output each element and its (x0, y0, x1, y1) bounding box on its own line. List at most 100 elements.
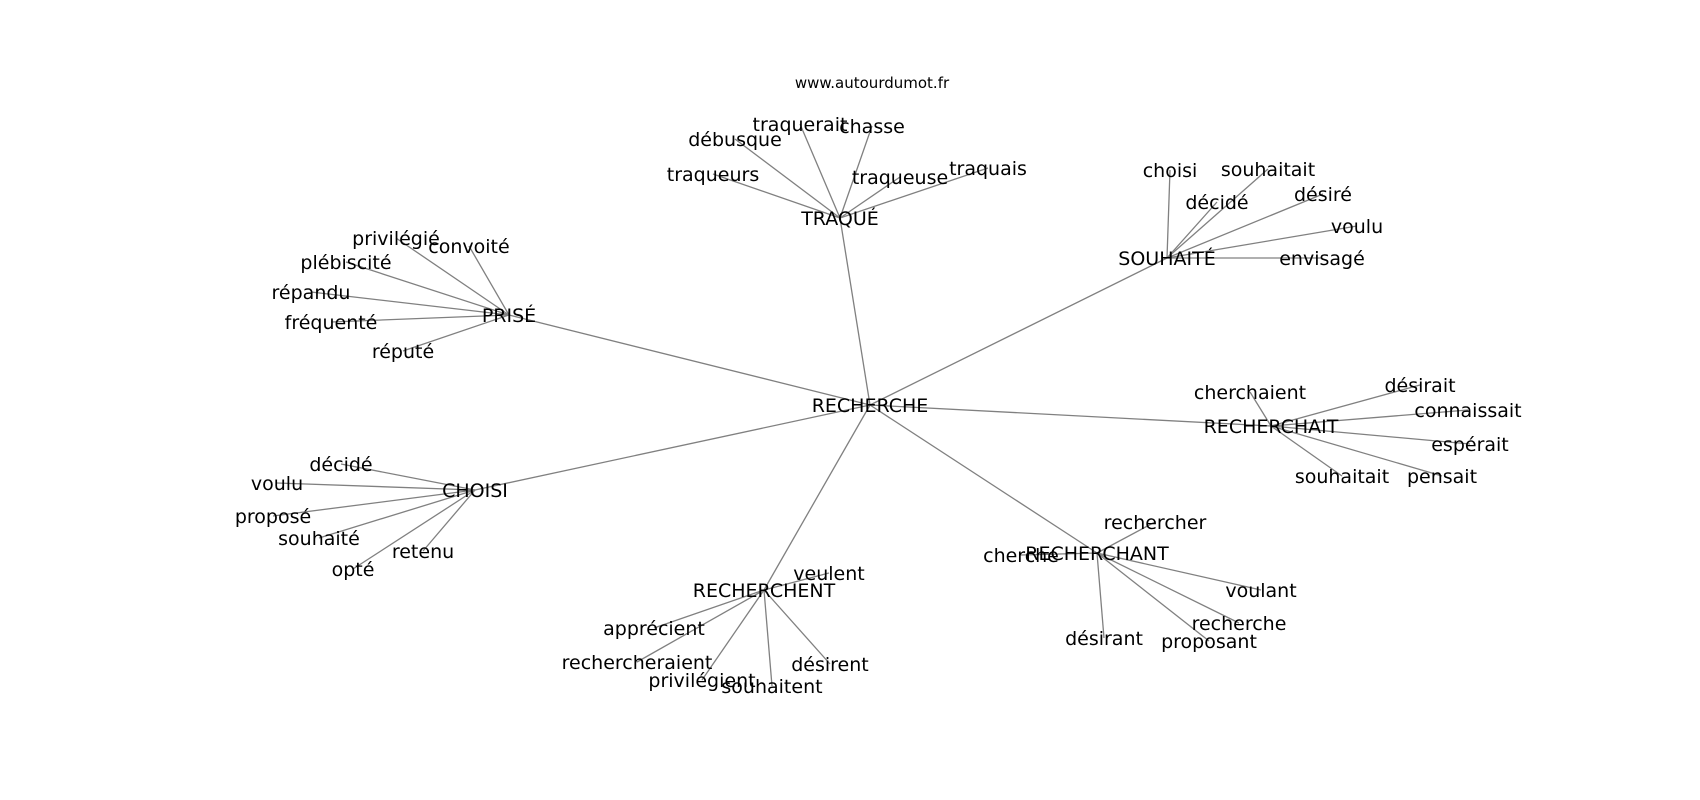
hub-word-recherchant[interactable]: RECHERCHANT (1025, 543, 1169, 565)
edge-prise-3 (310, 291, 510, 316)
edge-traque-3 (712, 173, 841, 219)
leaf-word[interactable]: fréquenté (285, 312, 378, 334)
edge-recherchait-3 (1270, 425, 1471, 445)
hub-word-recherchent[interactable]: RECHERCHENT (693, 580, 836, 602)
edge-traque-5 (839, 167, 989, 219)
leaf-word[interactable]: rechercheraient (562, 652, 713, 674)
leaf-word[interactable]: voulu (1331, 216, 1383, 238)
leaf-word[interactable]: traquais (949, 158, 1027, 180)
leaf-word[interactable]: traqueurs (667, 164, 759, 186)
leaf-word[interactable]: réputé (372, 341, 434, 363)
leaf-word[interactable]: proposé (235, 506, 311, 528)
hub-word-choisi[interactable]: CHOISI (442, 480, 508, 502)
edge-prise-0 (395, 237, 510, 316)
edge-center-recherchait (869, 404, 1272, 427)
leaf-word[interactable]: connaissait (1414, 400, 1521, 422)
edge-traque-2 (734, 138, 841, 219)
edge-prise-1 (468, 245, 510, 316)
edge-center-souhaite (869, 257, 1168, 406)
leaf-word[interactable]: désirait (1384, 375, 1455, 397)
leaf-word[interactable]: désirent (791, 654, 869, 676)
center-word[interactable]: RECHERCHE (812, 395, 929, 417)
leaf-word[interactable]: souhaitent (721, 676, 822, 698)
leaf-word[interactable]: décidé (309, 454, 372, 476)
leaf-word[interactable]: cherche (983, 545, 1059, 567)
edge-choisi-2 (272, 489, 476, 517)
hub-word-recherchait[interactable]: RECHERCHAIT (1204, 416, 1339, 438)
leaf-word[interactable]: retenu (392, 541, 454, 563)
graph-labels: www.autourdumot.fr RECHERCHE TRAQUÉ traqu… (235, 74, 1522, 698)
edge-recherchant-4 (1096, 552, 1105, 639)
leaf-word[interactable]: pensait (1407, 466, 1477, 488)
edge-recherchait-5 (1270, 425, 1443, 477)
edge-prise-2 (345, 261, 510, 316)
edge-choisi-0 (340, 463, 476, 491)
leaf-word[interactable]: répandu (272, 282, 351, 304)
leaf-word[interactable]: apprécient (603, 618, 705, 640)
edge-souhaite-1 (1166, 168, 1269, 259)
leaf-word[interactable]: cherchaient (1194, 382, 1306, 404)
edge-recherchant-2 (1096, 552, 1262, 591)
leaf-word[interactable]: débusque (688, 129, 782, 151)
leaf-word[interactable]: souhaitait (1295, 466, 1389, 488)
leaf-word[interactable]: recherche (1192, 613, 1287, 635)
leaf-word[interactable]: plébiscité (300, 252, 391, 274)
edge-center-recherchant (869, 404, 1098, 554)
leaf-word[interactable]: traqueuse (852, 167, 948, 189)
edge-recherchant-5 (1096, 552, 1210, 642)
edge-choisi-4 (422, 489, 476, 552)
leaf-word[interactable]: envisagé (1279, 248, 1365, 270)
leaf-word[interactable]: chasse (839, 116, 905, 138)
leaf-word[interactable]: désiré (1294, 184, 1352, 206)
edge-recherchait-0 (1249, 391, 1272, 427)
leaf-word[interactable]: privilégié (352, 228, 440, 250)
edge-recherchait-4 (1270, 425, 1343, 477)
edge-choisi-5 (352, 489, 476, 570)
edge-recherchent-5 (763, 589, 773, 687)
leaf-word[interactable]: décidé (1185, 192, 1248, 214)
edge-souhaite-3 (1166, 193, 1324, 259)
leaf-word[interactable]: privilégient (648, 670, 755, 692)
hub-word-prise[interactable]: PRISÉ (482, 304, 536, 327)
graph-edges (272, 123, 1471, 687)
leaf-word[interactable]: souhaitait (1221, 159, 1315, 181)
edge-souhaite-4 (1166, 225, 1358, 259)
edge-center-traque (839, 217, 871, 406)
edge-traque-4 (839, 176, 901, 219)
edge-recherchent-1 (653, 589, 765, 629)
edge-recherchant-3 (1096, 552, 1240, 624)
leaf-word[interactable]: souhaité (278, 528, 360, 550)
hub-word-souhaite[interactable]: SOUHAITÉ (1118, 247, 1215, 270)
leaf-word[interactable]: rechercher (1104, 512, 1207, 534)
edge-prise-5 (402, 314, 510, 352)
edge-traque-1 (839, 125, 873, 219)
leaf-word[interactable]: proposant (1161, 631, 1257, 653)
leaf-word[interactable]: espérait (1431, 434, 1509, 456)
edge-prise-4 (330, 314, 510, 323)
edge-souhaite-2 (1166, 201, 1218, 259)
hub-word-traque[interactable]: TRAQUÉ (800, 207, 879, 230)
edge-choisi-1 (276, 482, 476, 491)
edge-recherchent-4 (701, 589, 765, 681)
edge-recherchent-3 (763, 589, 831, 665)
leaf-word[interactable]: choisi (1143, 160, 1198, 182)
edge-recherchent-0 (763, 572, 830, 591)
leaf-word[interactable]: veulent (793, 563, 864, 585)
leaf-word[interactable]: traquerait (753, 114, 848, 136)
edge-traque-0 (799, 123, 841, 219)
leaf-word[interactable]: désirant (1065, 628, 1143, 650)
edge-center-prise (508, 314, 871, 406)
edge-souhaite-0 (1166, 169, 1171, 259)
edge-center-choisi (474, 404, 871, 491)
edge-recherchent-2 (636, 589, 765, 663)
leaf-word[interactable]: convoité (428, 236, 509, 258)
edge-center-recherchent (763, 404, 871, 591)
leaf-word[interactable]: voulu (251, 473, 303, 495)
edge-recherchait-2 (1270, 409, 1469, 427)
site-url[interactable]: www.autourdumot.fr (795, 74, 950, 92)
edge-recherchant-1 (1020, 552, 1098, 556)
leaf-word[interactable]: opté (332, 559, 375, 581)
edge-choisi-3 (318, 489, 476, 539)
leaf-word[interactable]: voulant (1225, 580, 1296, 602)
